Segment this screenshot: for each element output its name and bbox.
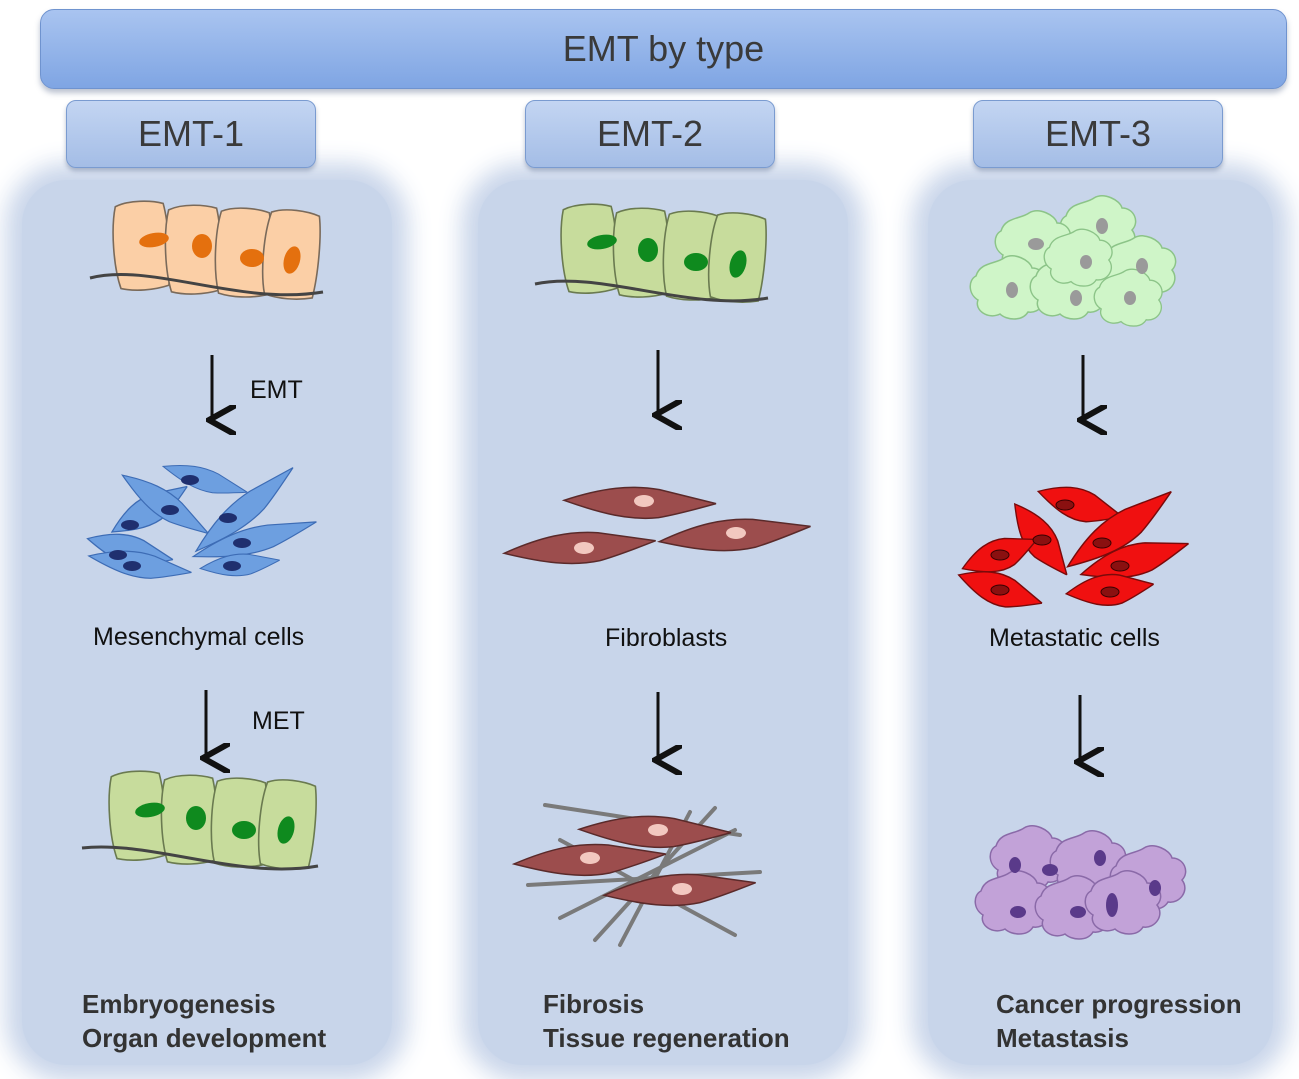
- emt-3-metastatic-cells: [952, 475, 1194, 621]
- emt-1-header: EMT-1: [66, 100, 316, 168]
- emt-1-arrow-2-label: MET: [252, 707, 305, 735]
- emt-2-outcome-1: Fibrosis: [543, 989, 645, 1019]
- emt-3-tumor-cells: [969, 195, 1177, 327]
- emt-2-fibrosis-matrix: [512, 803, 762, 947]
- emt-3-outcomes: Cancer progression Metastasis: [996, 987, 1242, 1055]
- emt-2-header: EMT-2: [525, 100, 775, 168]
- emt-1-mesenchymal-cells: [83, 455, 321, 587]
- emt-3-middle-label: Metastatic cells: [989, 624, 1160, 652]
- emt-1-column-panel: [22, 180, 392, 1065]
- emt-3-outcome-2: Metastasis: [996, 1023, 1129, 1053]
- emt-1-label: EMT-1: [137, 113, 244, 154]
- emt-by-type-banner: EMT by type: [40, 9, 1287, 89]
- emt-1-outcomes: Embryogenesis Organ development: [82, 987, 326, 1055]
- emt-2-epithelial-cells: [534, 201, 770, 305]
- emt-2-outcomes: Fibrosis Tissue regeneration: [543, 987, 790, 1055]
- emt-1-epithelial-cells: [89, 198, 324, 302]
- emt-1-outcome-1: Embryogenesis: [82, 989, 276, 1019]
- emt-3-outcome-1: Cancer progression: [996, 989, 1242, 1019]
- emt-1-middle-label: Mesenchymal cells: [93, 623, 305, 651]
- emt-3-label: EMT-3: [1044, 113, 1151, 154]
- emt-2-middle-label: Fibroblasts: [605, 624, 728, 652]
- emt-1-outcome-2: Organ development: [82, 1023, 327, 1053]
- emt-2-label: EMT-2: [596, 113, 703, 154]
- diagram-title: EMT by type: [562, 28, 765, 69]
- emt-2-fibroblasts: [502, 484, 813, 570]
- emt-2-column-panel: [478, 180, 848, 1065]
- emt-3-header: EMT-3: [973, 100, 1223, 168]
- emt-3-secondary-tumor: [974, 825, 1187, 940]
- emt-1-reformed-epithelium: [81, 768, 320, 872]
- emt-2-outcome-2: Tissue regeneration: [543, 1023, 790, 1053]
- emt-1-arrow-1-label: EMT: [250, 376, 303, 404]
